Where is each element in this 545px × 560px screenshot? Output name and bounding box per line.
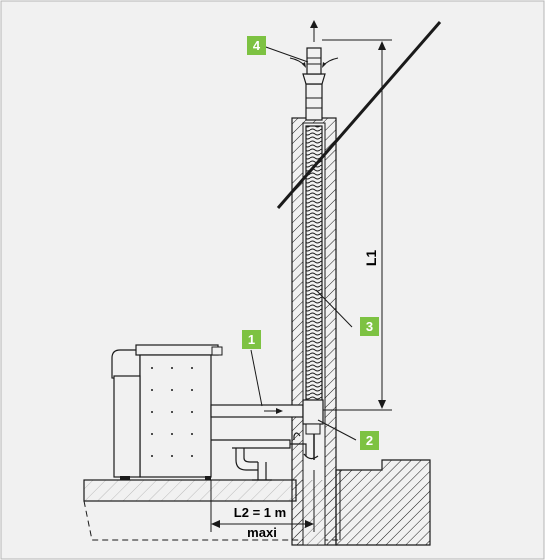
tee-connector — [302, 399, 324, 460]
horizontal-flue-pipe — [210, 404, 304, 418]
l2-label: L2 = 1 m — [234, 505, 286, 520]
floor — [83, 470, 341, 541]
badge-3-label: 3 — [366, 319, 373, 334]
badge-2-label: 2 — [366, 433, 373, 448]
dimension-l2 — [210, 470, 315, 532]
l2-sublabel: maxi — [247, 525, 277, 540]
badge-3: 3 — [360, 317, 379, 336]
badge-4: 4 — [247, 36, 266, 55]
condensate-drain — [211, 432, 319, 481]
terminal — [289, 20, 339, 121]
badge-2: 2 — [360, 431, 379, 450]
boiler — [111, 344, 223, 480]
ground-embankment — [335, 459, 431, 546]
badge-1: 1 — [242, 330, 261, 349]
badge-4-label: 4 — [253, 38, 261, 53]
roof-line — [276, 21, 442, 209]
leader-lines — [250, 45, 357, 441]
badge-1-label: 1 — [248, 332, 255, 347]
l1-label: L1 — [363, 250, 379, 267]
dimension-l1 — [322, 39, 392, 411]
